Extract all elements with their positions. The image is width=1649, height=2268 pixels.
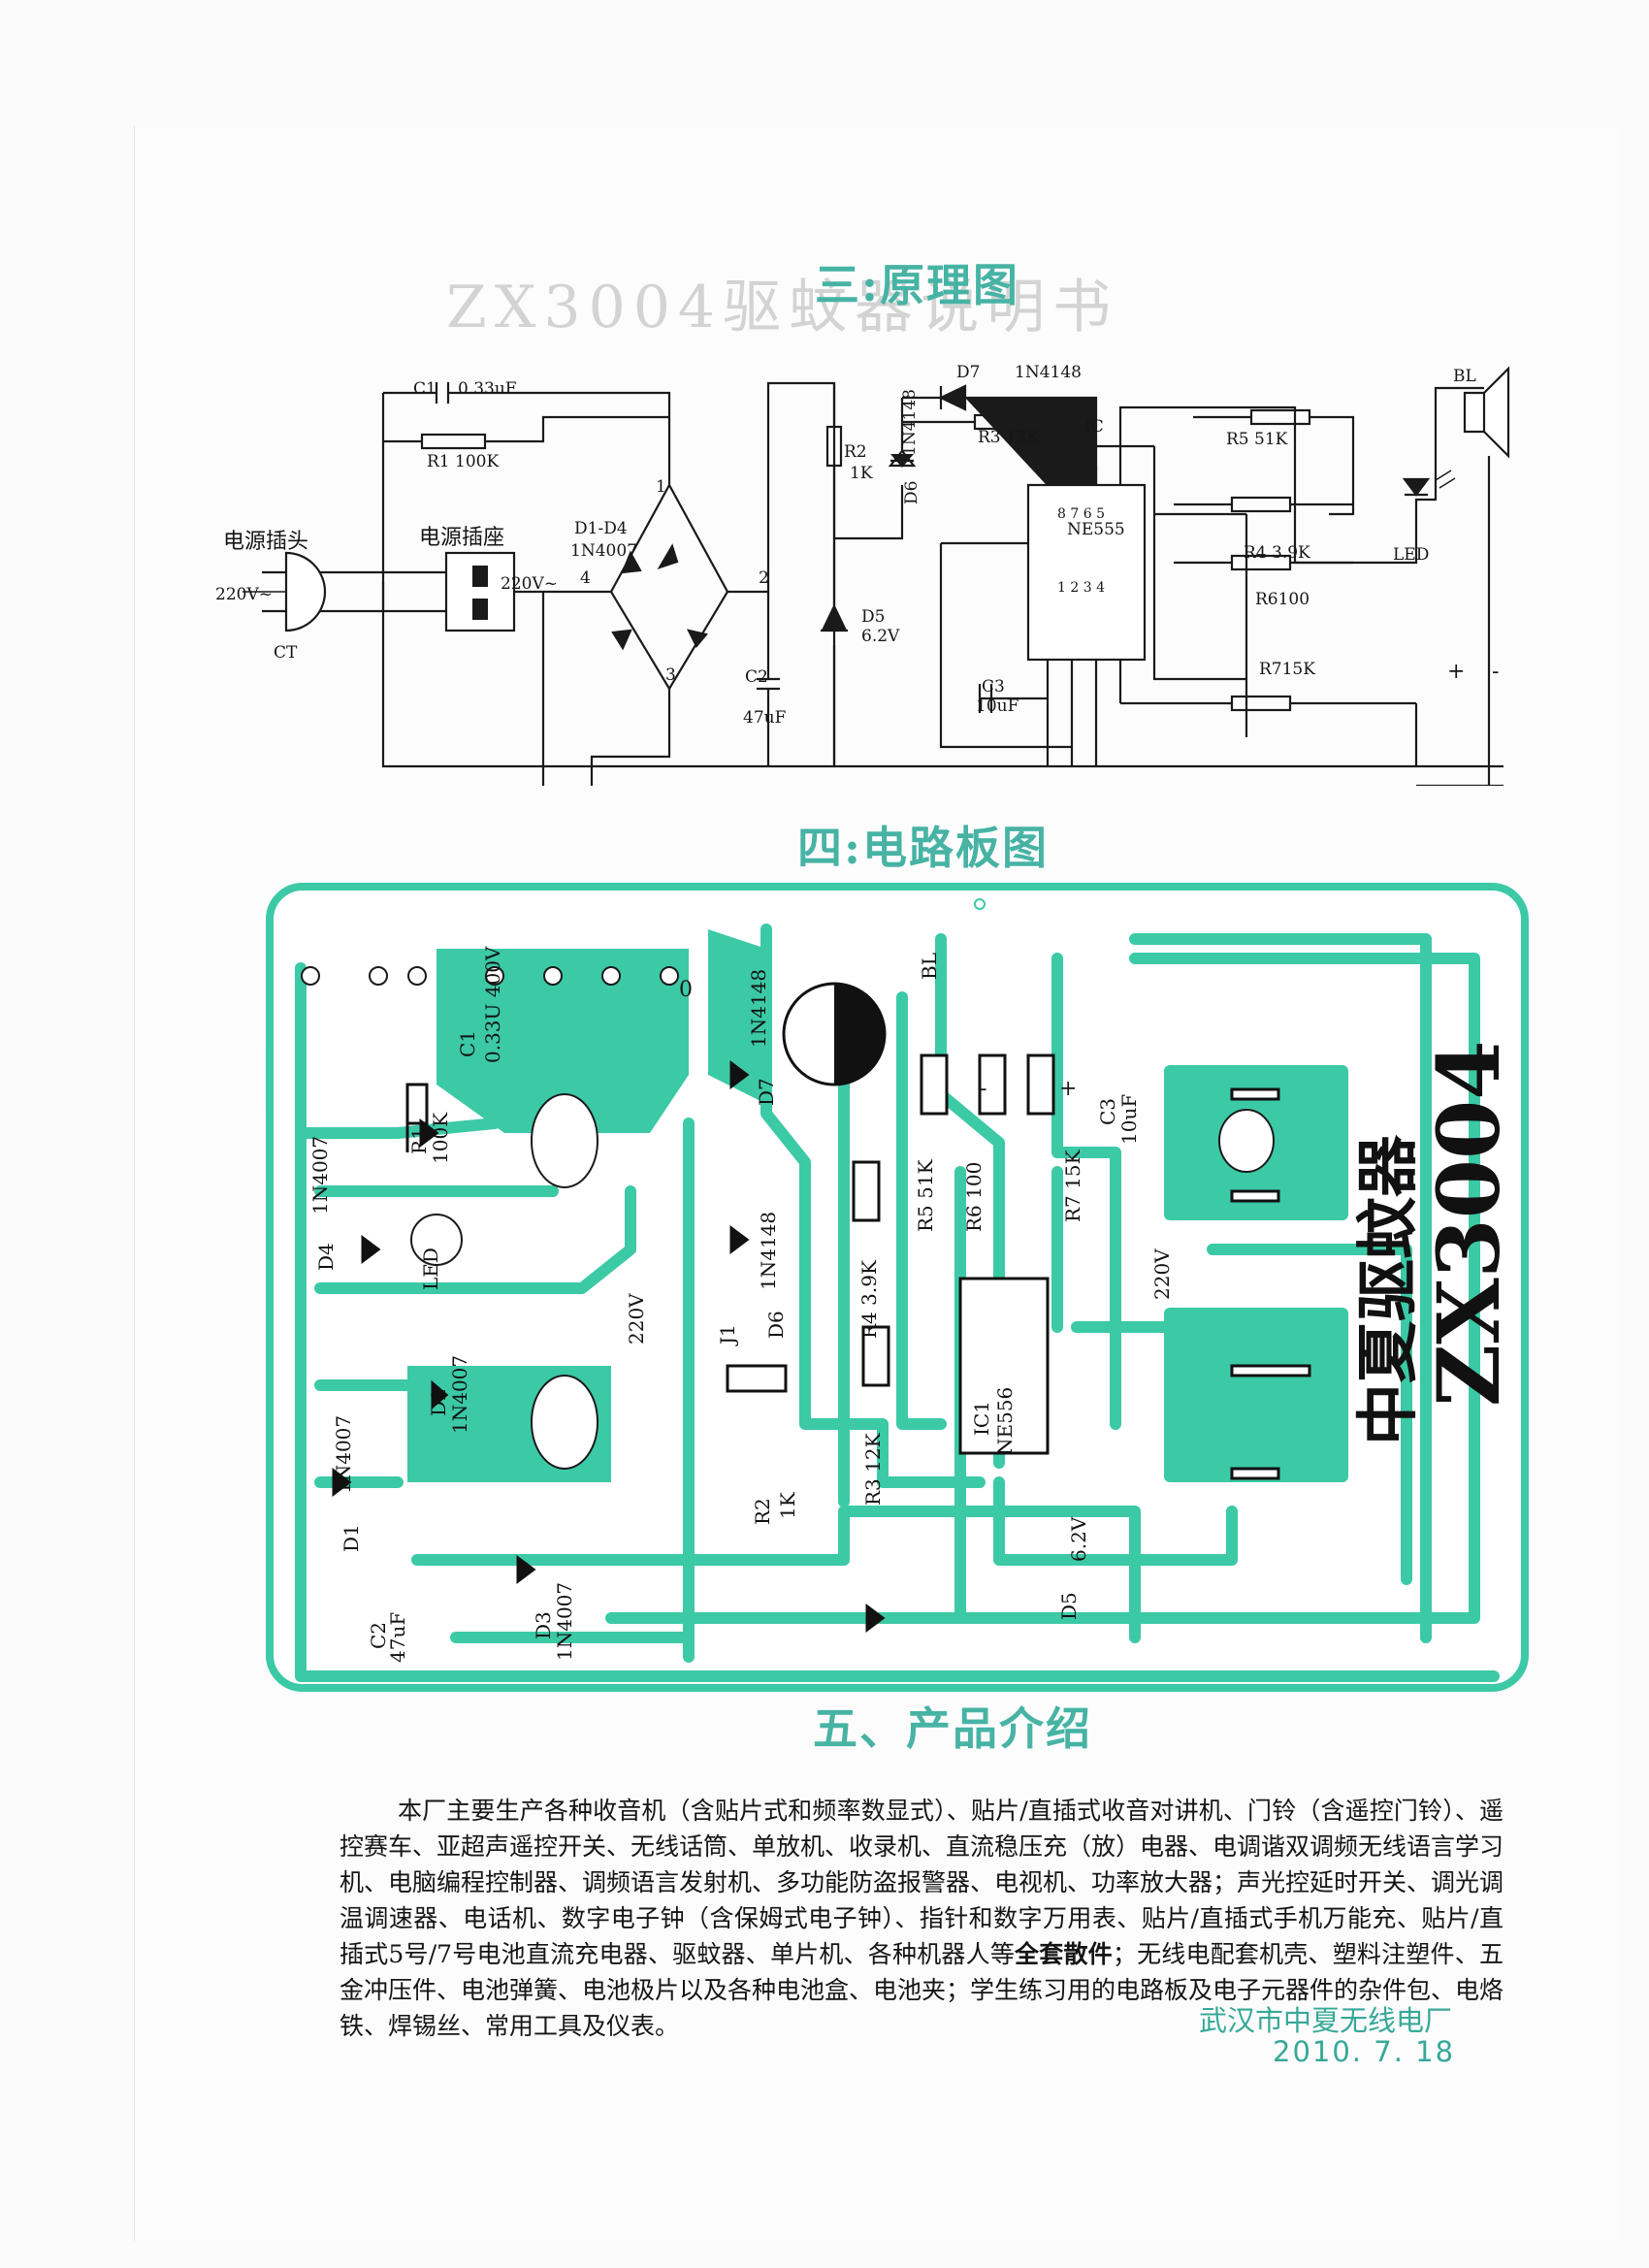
pcb-c3-label: C3: [1096, 1097, 1119, 1125]
ic-top-pins: 8 7 6 5: [1057, 506, 1105, 522]
pcb-r1-label: R1: [407, 1127, 431, 1154]
pcb-d1-label: D1: [340, 1524, 363, 1552]
plus-terminal: +: [1447, 660, 1466, 684]
d6-label: D6: [902, 480, 922, 504]
schematic-heading: 三:原理图: [815, 259, 1019, 311]
pcb-j1-label: J1: [716, 1324, 739, 1345]
pcb-d3-part: 1N4007: [553, 1581, 576, 1661]
pcb-d2-part: 1N4007: [448, 1354, 471, 1434]
ct-label: CT: [274, 643, 298, 663]
r3-label: R3 12K: [978, 428, 1040, 447]
pcb-d4-part: 1N4007: [308, 1135, 332, 1215]
pcb-r2-label: R2: [751, 1498, 774, 1525]
intro-text-bold: 全套散件: [1015, 1940, 1113, 1968]
pcb-r5-label: R5 51K: [914, 1159, 937, 1232]
ic-label: IC: [1084, 417, 1104, 437]
bridge-label: D1-D4: [574, 519, 628, 538]
r2-value: 1K: [850, 464, 873, 483]
r1-label: R1 100K: [427, 452, 500, 471]
signature-date: 2010. 7. 18: [1273, 2035, 1456, 2068]
ic-part: NE555: [1067, 520, 1125, 539]
bridge-pin-1: 1: [656, 477, 666, 497]
bridge-part: 1N4007: [570, 541, 637, 561]
d5-label: D5: [861, 607, 886, 627]
company-signature: 武汉市中夏无线电厂: [1199, 2004, 1453, 2037]
pcb-d6-label: D6: [764, 1311, 788, 1339]
minus-terminal: -: [1492, 660, 1500, 684]
pcb-r1-value: 100K: [429, 1112, 452, 1164]
pcb-c1-value: 0.33U 400V: [481, 946, 504, 1063]
pcb-r4-label: R4 3.9K: [857, 1260, 881, 1339]
pcb-d5-label: D5: [1057, 1592, 1081, 1620]
c3-value: 10uF: [976, 697, 1019, 716]
pcb-zero: 0: [679, 978, 693, 1002]
pcb-d4-label: D4: [314, 1243, 338, 1271]
pcb-ic-label: IC1: [970, 1401, 993, 1436]
bridge-pin-4: 4: [580, 568, 591, 588]
pcb-d5-value: 6.2V: [1067, 1516, 1090, 1562]
c1-value: 0.33uF: [458, 379, 517, 399]
pcb-d2-label: D2: [427, 1388, 450, 1416]
pcb-r3-label: R3 12K: [861, 1433, 885, 1506]
d7-label: D7: [956, 363, 981, 382]
r5-label: R5 51K: [1226, 430, 1288, 449]
r7-label: R715K: [1259, 660, 1315, 679]
pcb-c1-label: C1: [456, 1029, 479, 1057]
pcb-c2-value: 47uF: [386, 1611, 409, 1663]
pcb-d3-label: D3: [532, 1611, 555, 1639]
product-introduction: 本厂主要生产各种收音机（含贴片式和频率数显式）、贴片/直插式收音对讲机、门铃（含…: [340, 1793, 1504, 2044]
pcb-bl-label: BL: [918, 953, 941, 980]
pcb-d7-label: D7: [755, 1078, 778, 1106]
pcb-ic-part: NE556: [993, 1386, 1017, 1455]
pcb-minus: -: [980, 1077, 987, 1101]
c2-value: 47uF: [743, 708, 787, 728]
r4-label: R4 3.9K: [1244, 543, 1310, 563]
pcb-r2-value: 1K: [776, 1492, 799, 1519]
plug-voltage: 220V~: [215, 585, 273, 604]
pcb-plus: +: [1059, 1077, 1078, 1101]
pcb-220v-right: 220V: [1150, 1248, 1174, 1300]
pcb-220v-left: 220V: [625, 1293, 648, 1345]
r6-label: R6100: [1255, 590, 1310, 609]
led-label: LED: [1393, 545, 1430, 565]
ic-bottom-pins: 1 2 3 4: [1057, 580, 1105, 596]
c2-label: C2: [745, 667, 768, 687]
intro-text-part1: 本厂主要生产各种收音机（含贴片式和频率数显式）、贴片/直插式收音对讲机、门铃（含…: [340, 1797, 1504, 1968]
c3-label: C3: [982, 677, 1005, 697]
pcb-r7-label: R7 15K: [1061, 1150, 1084, 1222]
circuit-schematic: [242, 366, 1510, 786]
pcb-layout: [266, 883, 1529, 1692]
pcb-c3-value: 10uF: [1117, 1093, 1141, 1145]
pcb-heading: 四:电路板图: [797, 822, 1049, 874]
bleed-through-title: ZX3004驱蚊器说明书: [446, 274, 1119, 341]
d7-part: 1N4148: [1015, 363, 1082, 382]
d6-part: 1N4148: [900, 389, 920, 456]
socket-voltage: 220V~: [501, 574, 558, 594]
r2-label: R2: [844, 442, 867, 462]
pcb-d1-part: 1N4007: [332, 1414, 355, 1494]
pcb-d6-part: 1N4148: [757, 1211, 780, 1290]
pcb-led-label: LED: [419, 1247, 442, 1290]
d5-value: 6.2V: [861, 627, 900, 646]
pcb-model-number: ZX3004: [1418, 1040, 1519, 1407]
bridge-pin-3: 3: [665, 665, 676, 685]
plug-label: 电源插头: [223, 530, 309, 554]
intro-text-part2: ；无线电配套机壳、塑料注塑件、五金冲压件、电池弹簧、电池极片以及各种电池盒、电池…: [340, 1940, 1504, 2040]
c1-label: C1: [413, 379, 436, 399]
pcb-d7-part: 1N4148: [747, 968, 770, 1048]
pcb-brand-name: 中夏驱蚊器: [1352, 1135, 1425, 1445]
intro-heading: 五、产品介绍: [813, 1702, 1092, 1755]
speaker-label: BL: [1453, 367, 1476, 386]
pcb-r6-label: R6 100: [962, 1161, 986, 1232]
bridge-pin-2: 2: [759, 568, 769, 588]
socket-label: 电源插座: [419, 526, 505, 550]
